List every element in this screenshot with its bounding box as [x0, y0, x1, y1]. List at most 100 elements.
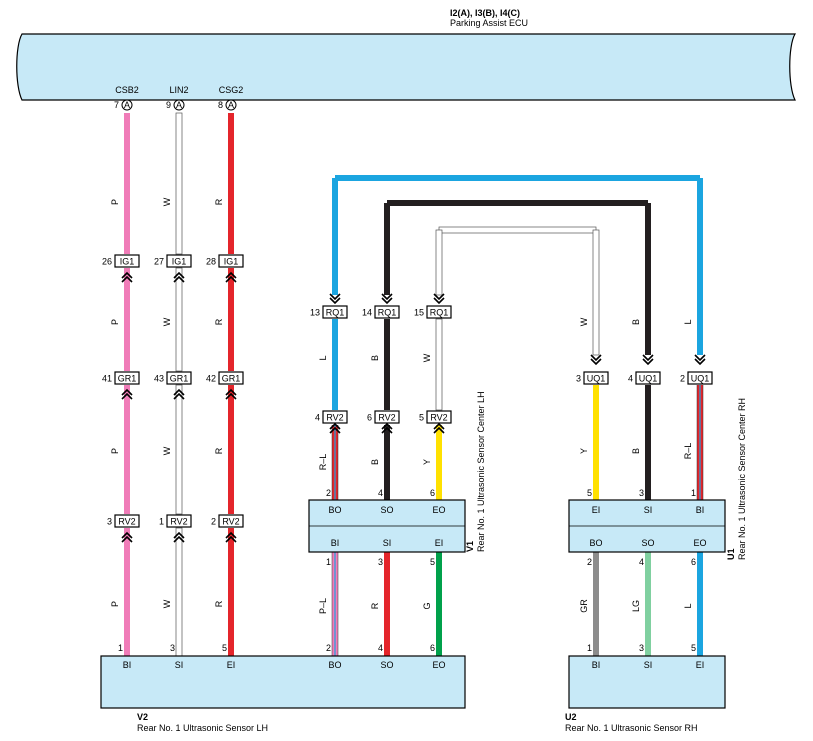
- conn-uq1-box: [687, 371, 713, 385]
- chevron-up: [173, 275, 185, 283]
- u2-pin-name: SI: [644, 660, 653, 670]
- v1-bot-pin-num: 5: [430, 557, 435, 567]
- u1-bot-pin-name: BO: [589, 538, 602, 548]
- v1-bot-pin-name: SI: [383, 538, 392, 548]
- wire-code: R: [214, 318, 224, 325]
- v1-lower-wire: [384, 425, 390, 500]
- conn-rq1-pin: 15: [414, 308, 424, 318]
- conn-ig1-pin: 27: [154, 257, 164, 267]
- wire-code: L: [683, 603, 693, 608]
- wire-code: B: [631, 448, 641, 454]
- conn-rv2-label: RV2: [430, 413, 447, 423]
- v2-name: Rear No. 1 Ultrasonic Sensor LH: [137, 723, 268, 733]
- v1-upper-wire: [435, 318, 443, 411]
- v2-pin-num: 3: [170, 643, 175, 653]
- conn-ig1-label: IG1: [120, 257, 135, 267]
- conn-rq1-box: [374, 305, 400, 319]
- u2-pin-num: 3: [639, 643, 644, 653]
- u2-pin-num: 1: [587, 643, 592, 653]
- conn-uq1-label: UQ1: [691, 374, 710, 384]
- left-wire-R-mid: [228, 268, 234, 371]
- conn-rq1-label: RQ1: [378, 308, 397, 318]
- v1-upper-wire: [332, 319, 338, 410]
- left-wire-W-bot: [175, 527, 183, 657]
- conn-rq1-box: [322, 305, 348, 319]
- left-wire-P-mid: [124, 268, 130, 371]
- wire-code: P: [110, 199, 120, 205]
- conn-ig1-label: IG1: [224, 257, 239, 267]
- chevron-up: [121, 392, 133, 400]
- v1-W-up: [435, 229, 443, 296]
- conn-rv2-box: [374, 410, 400, 424]
- u1-top-pin-num: 3: [639, 488, 644, 498]
- u1-top-pin-name: SI: [644, 505, 653, 515]
- conn-rq1-pin: 13: [310, 308, 320, 318]
- u1-lower-wire: [593, 385, 599, 500]
- u1-bottom-wire: [593, 552, 599, 656]
- conn-rv2-box: [166, 514, 192, 528]
- conn-rv2-pin: 3: [107, 517, 112, 527]
- ecu-pin-letter: A: [228, 100, 234, 110]
- ecu-pin-letter: A: [124, 100, 130, 110]
- left-wire-P-top: [124, 113, 130, 254]
- conn-rv2-label: RV2: [222, 517, 239, 527]
- conn-uq1-pin: 4: [628, 374, 633, 384]
- conn-gr1-pin: 42: [206, 374, 216, 384]
- wire-code: Y: [579, 448, 589, 454]
- u1-top-pin-num: 1: [691, 488, 696, 498]
- v2-pin-num: 4: [378, 643, 383, 653]
- wire-code: W: [422, 353, 432, 362]
- ecu-name: Parking Assist ECU: [450, 18, 528, 28]
- conn-uq1-box: [635, 371, 661, 385]
- left-wire-P-bot: [124, 528, 130, 656]
- v1-top-pin-num: 4: [378, 488, 383, 498]
- conn-gr1-pin: 41: [102, 374, 112, 384]
- u2-pin-name: EI: [696, 660, 705, 670]
- wire-code: W: [579, 317, 589, 326]
- v2-sensor-box: [100, 655, 466, 709]
- wire-code: LG: [631, 600, 641, 612]
- left-wire-R-low: [228, 385, 234, 514]
- chevron-down: [642, 358, 654, 366]
- wire-code: G: [422, 602, 432, 609]
- loop-W: [438, 226, 597, 234]
- v2-pin-num: 6: [430, 643, 435, 653]
- u1-L-up: [697, 178, 703, 355]
- v1-top-pin-name: SO: [380, 505, 393, 515]
- conn-uq1-pin: 3: [576, 374, 581, 384]
- v2-pin-name: BO: [328, 660, 341, 670]
- chevron-up: [329, 426, 341, 434]
- u1-bot-pin-num: 4: [639, 557, 644, 567]
- u1-bot-pin-name: SO: [641, 538, 654, 548]
- u2-name: Rear No. 1 Ultrasonic Sensor RH: [565, 723, 698, 733]
- v2-pin-name: SI: [175, 660, 184, 670]
- chevron-down: [642, 354, 654, 362]
- chevron-up: [121, 271, 133, 279]
- conn-rv2-label: RV2: [378, 413, 395, 423]
- chevron-up: [329, 422, 341, 430]
- v1-top-pin-name: EO: [432, 505, 445, 515]
- loop-L: [335, 175, 700, 181]
- wire-code: R: [214, 198, 224, 205]
- conn-rq1-pin: 14: [362, 308, 372, 318]
- wire-code: R–L: [318, 454, 328, 471]
- chevron-up: [225, 535, 237, 543]
- chevron-down: [433, 293, 445, 301]
- u1-bottom-wire: [645, 552, 651, 656]
- u2-pin-num: 5: [691, 643, 696, 653]
- ecu-pin-num: 8: [218, 100, 223, 110]
- v1-bottom-wire: [436, 552, 442, 656]
- wire-code: B: [631, 319, 641, 325]
- ecu-pin-circle: [121, 99, 133, 111]
- v1-top-pin-name: BO: [328, 505, 341, 515]
- conn-ig1-label: IG1: [172, 257, 187, 267]
- v1-L-up: [332, 178, 338, 295]
- conn-uq1-label: UQ1: [639, 374, 658, 384]
- v2-id: V2: [137, 712, 148, 722]
- u1-top-pin-name: BI: [696, 505, 705, 515]
- v1-upper-wire: [384, 319, 390, 410]
- wire-code: L: [683, 319, 693, 324]
- u2-sensor-box: [568, 655, 726, 709]
- wire-code: R–L: [683, 443, 693, 460]
- wire-code: P: [110, 319, 120, 325]
